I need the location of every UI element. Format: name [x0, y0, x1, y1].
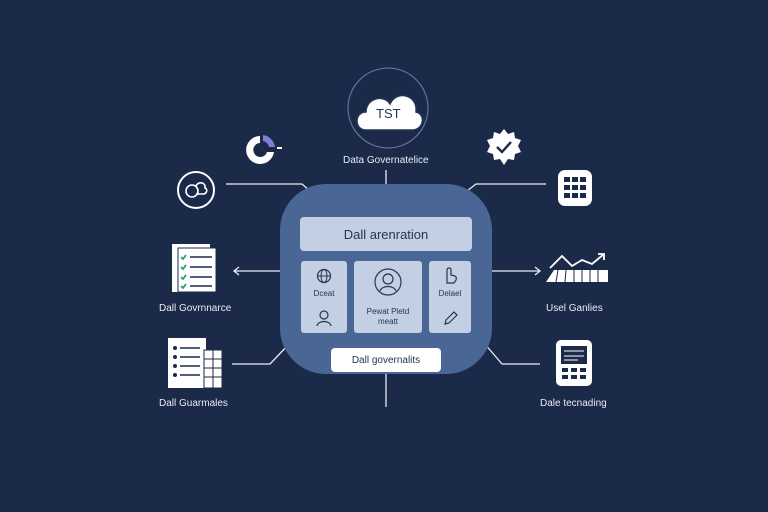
- hub-tile-2: Pewat Pletd meatt: [354, 261, 422, 333]
- hub-tile-3-label: Delael: [438, 289, 462, 298]
- database-icon: [558, 170, 592, 206]
- connector-bottom-right: [483, 342, 540, 365]
- hub-title: Dall arenration: [300, 217, 472, 251]
- hub-tile-1: Dceat: [301, 261, 347, 333]
- globe-cloud-icon: [177, 171, 215, 209]
- connector-bottom-left: [232, 342, 291, 365]
- arrowhead-left: [232, 266, 240, 276]
- cloud-icon: [356, 94, 424, 131]
- right-node-2-label: Dale tecnading: [540, 398, 607, 409]
- checklist-document-icon: [172, 244, 217, 293]
- hub-footer: Dall governalits: [331, 348, 441, 372]
- donut-chart-icon: [246, 135, 282, 164]
- right-node-1-label: Usel Ganlies: [546, 303, 603, 314]
- cloud-text: TST: [376, 106, 401, 121]
- arrowhead-right: [534, 266, 542, 276]
- pointer-icon: [446, 267, 457, 284]
- pen-icon: [444, 311, 458, 325]
- verified-badge-icon: [487, 129, 521, 165]
- cloud-label: Data Governatelice: [343, 155, 429, 166]
- hub-tile-3: Delael: [429, 261, 471, 333]
- left-node-1-label: Dall Govrnnarce: [159, 303, 232, 314]
- left-node-2-label: Dall Guarmales: [159, 398, 228, 409]
- person-portrait-icon: [374, 268, 402, 296]
- list-table-icon: [168, 338, 223, 389]
- mobile-device-icon: [556, 340, 592, 386]
- hub-tile-2-label: Pewat Pletd meatt: [366, 307, 410, 326]
- user-icon: [316, 310, 332, 327]
- trend-chart-icon: [546, 253, 608, 283]
- hub-tile-1-label: Dceat: [313, 289, 335, 298]
- globe-icon: [316, 268, 332, 284]
- cloud-ring: [347, 67, 429, 149]
